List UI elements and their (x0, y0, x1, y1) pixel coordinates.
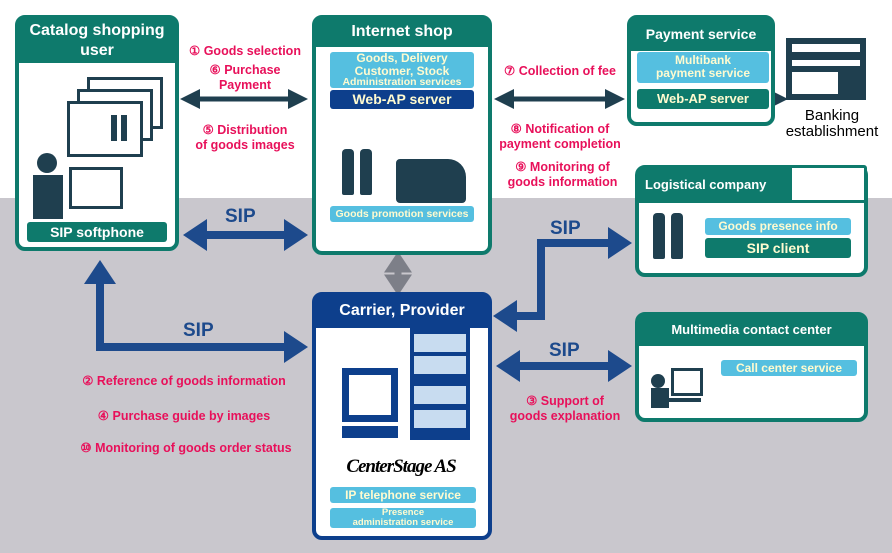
truck-icon (789, 165, 867, 203)
label-line: of goods images (195, 138, 295, 152)
presence-line: Presence (381, 507, 425, 518)
label-line: goods explanation (509, 409, 621, 423)
multibank-line: Multibank (675, 53, 731, 67)
label-line: ⑥ Purchase (209, 63, 281, 77)
banking-establishment-label: Banking establishment (780, 108, 884, 140)
multimedia-contact-center-box: Multimedia contact center Call center se… (635, 312, 868, 422)
server-rack-icon (410, 328, 470, 440)
payment-service-title: Payment service (631, 19, 771, 51)
step-2-label: ② Reference of goods information (82, 374, 286, 388)
sip-client: SIP client (705, 238, 851, 258)
centerstage-logo: CenterStage AS (346, 456, 456, 477)
label-line: ⑤ Distribution (202, 123, 288, 137)
step-10-label: ⑩ Monitoring of goods order status (80, 441, 292, 455)
user-at-computer-icon (29, 73, 169, 223)
service-line: Administration services (342, 76, 462, 89)
label-line: payment completion (499, 137, 621, 151)
monitor-icon (342, 368, 398, 440)
sip-softphone-label: SIP softphone (27, 222, 167, 242)
step-8-label: ⑧ Notification of payment completion (490, 122, 630, 152)
sip-label-user-shop: SIP (225, 206, 256, 227)
bank-building-icon (786, 38, 866, 100)
step-7-label: ⑦ Collection of fee (504, 64, 616, 78)
step-6-label: ⑥ Purchase Payment (180, 63, 310, 93)
label-line: ⑨ Monitoring of (515, 160, 610, 174)
catalog-shopping-user-box: Catalog shopping user SIP softphone (15, 15, 179, 251)
sip-label-carrier-contact: SIP (549, 340, 580, 361)
carrier-provider-box: Carrier, Provider CenterStage AS IP tele… (312, 292, 492, 540)
payment-service-box: Payment service Multibank payment servic… (627, 15, 775, 126)
operator-at-computer-icon (651, 368, 703, 408)
bottles-icon (340, 149, 380, 199)
label-line: goods information (507, 175, 618, 189)
step-5-label: ⑤ Distribution of goods images (180, 123, 310, 153)
sip-label-user-carrier: SIP (183, 320, 214, 341)
ip-telephone-service: IP telephone service (330, 487, 476, 503)
sip-label-carrier-logistics: SIP (550, 218, 581, 239)
camera-icon (396, 159, 466, 203)
step-1-label: ① Goods selection (189, 44, 301, 58)
banking-line: establishment (785, 123, 879, 140)
sip-arrow-carrier-logistics (493, 227, 632, 332)
goods-presence-info: Goods presence info (705, 218, 851, 235)
shop-web-ap-server: Web-AP server (330, 90, 474, 109)
multibank-line: payment service (655, 65, 751, 80)
presence-administration-service: Presence administration service (330, 508, 476, 528)
banking-line: Banking (804, 107, 860, 124)
carrier-provider-title: Carrier, Provider (316, 296, 488, 328)
label-line: ⑧ Notification of (510, 122, 610, 136)
call-center-service: Call center service (721, 360, 857, 376)
catalog-user-title: Catalog shopping user (19, 19, 175, 63)
payment-web-ap-server: Web-AP server (637, 89, 769, 109)
multibank-payment-service: Multibank payment service (637, 52, 769, 83)
internet-shop-box: Internet shop Goods, Delivery Customer, … (312, 15, 492, 255)
step-3-label: ③ Support of goods explanation (500, 394, 630, 424)
label-line: ③ Support of (526, 394, 604, 408)
step-9-label: ⑨ Monitoring of goods information (495, 160, 630, 190)
service-line: Goods, Delivery (356, 51, 448, 65)
shop-admin-services: Goods, Delivery Customer, Stock Administ… (330, 52, 474, 88)
sip-arrow-user-carrier (84, 260, 308, 363)
goods-promotion-services: Goods promotion services (330, 206, 474, 222)
service-line: Customer, Stock (354, 63, 450, 78)
logistical-company-box: Logistical company Goods presence info S… (635, 165, 868, 277)
step-4-label: ④ Purchase guide by images (97, 409, 271, 423)
bottles-icon (653, 213, 693, 263)
contact-center-title: Multimedia contact center (639, 316, 864, 346)
internet-shop-title: Internet shop (316, 19, 488, 47)
presence-line: administration service (352, 517, 454, 528)
label-line: Payment (218, 78, 272, 92)
